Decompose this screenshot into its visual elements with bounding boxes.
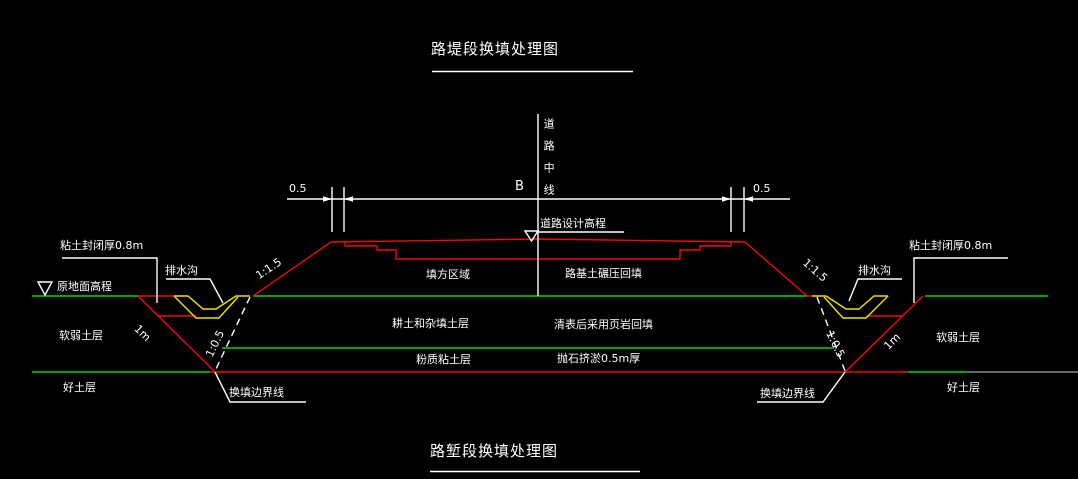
good-soil-right-label: 好土层 <box>947 381 980 394</box>
replacement-excavation-outline <box>137 295 924 373</box>
subgrade-backfill-label: 路基土碾压回填 <box>565 267 642 280</box>
design-elevation-symbol <box>523 230 624 243</box>
drainage-ditch-right <box>812 295 889 319</box>
dimension-line <box>287 187 790 232</box>
design-elevation-label: 道路设计高程 <box>540 217 606 230</box>
silty-clay-layer-label: 粉质粘土层 <box>416 353 471 366</box>
dim-offset-left-label: 0.5 <box>289 182 307 195</box>
ground-elevation-symbol <box>36 281 54 297</box>
embankment-profile <box>252 238 808 297</box>
road-centerline-label: 道路中线 <box>542 118 556 206</box>
dim-b-label: B <box>515 179 524 194</box>
drainage-ditch-left <box>173 295 250 319</box>
weak-soil-right-label: 软弱土层 <box>936 331 980 344</box>
fill-zone-label: 填方区域 <box>426 268 470 281</box>
drainage-ditch-right-label: 排水沟 <box>858 264 891 277</box>
dim-offset-right-label: 0.5 <box>753 182 771 195</box>
clay-seal-right-label: 粘土封闭厚0.8m <box>909 239 993 252</box>
top-figure-title: 路堤段换填处理图 <box>431 40 560 58</box>
annotation-leaders <box>62 257 1008 403</box>
riprap-thickness-label: 抛石挤淤0.5m厚 <box>557 352 641 365</box>
ground-elevation-label: 原地面高程 <box>57 280 112 293</box>
clay-seal-left-label: 粘土封闭厚0.8m <box>60 239 144 252</box>
bottom-figure-title: 路堑段换填处理图 <box>430 442 559 460</box>
weak-soil-left-label: 软弱土层 <box>59 329 103 342</box>
good-soil-left-label: 好土层 <box>63 381 96 394</box>
replacement-boundary-left-label: 换填边界线 <box>229 386 284 399</box>
title-underlines <box>430 70 640 473</box>
plow-soil-layer-label: 耕土和杂填土层 <box>392 317 469 330</box>
replacement-boundary-right-label: 换填边界线 <box>760 387 815 400</box>
shale-backfill-label: 清表后采用页岩回填 <box>554 318 653 331</box>
drainage-ditch-left-label: 排水沟 <box>165 264 198 277</box>
